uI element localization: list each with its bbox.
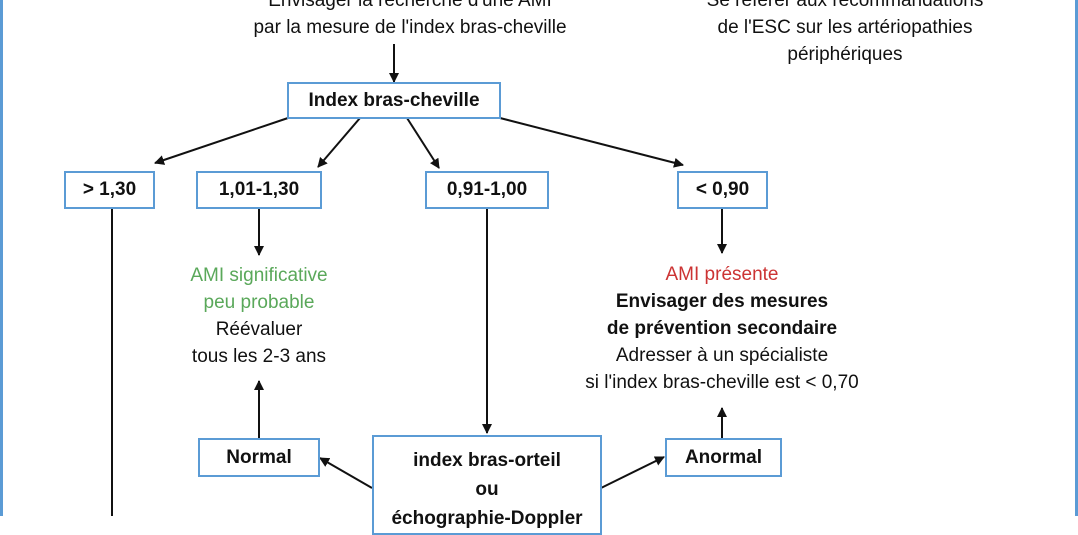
arrow-root-to-b2	[317, 117, 361, 168]
esc-line-1: Se référer aux recommandations	[706, 0, 984, 11]
esc-line-3: périphériques	[787, 44, 903, 65]
arrow-root-to-b4	[499, 117, 684, 168]
outcome-present-line-4: Adresser à un spécialiste	[615, 345, 829, 366]
branch-node-0-91-1-00: 0,91-1,00	[425, 171, 549, 209]
outcome-present-line-2: Envisager des mesures	[615, 291, 829, 312]
screening-line-1: Envisager la recherche d'une AMI	[268, 0, 552, 11]
outcome-unlikely-line-1: AMI significative	[190, 265, 328, 286]
root-node: Index bras-cheville	[287, 82, 501, 119]
outcome-unlikely-line-2: peu probable	[203, 292, 315, 313]
outcome-present-line-3: de prévention secondaire	[606, 318, 838, 339]
test-node: index bras-orteil ou échographie-Doppler	[372, 435, 602, 535]
screening-line-2: par la mesure de l'index bras-cheville	[253, 17, 567, 38]
outcome-unlikely-line-3: Réévaluer	[215, 319, 303, 340]
outcome-present: AMI présente Envisager des mesures de pr…	[537, 261, 907, 396]
outcome-present-line-1: AMI présente	[665, 264, 779, 285]
branch-node-1-01-1-30: 1,01-1,30	[196, 171, 322, 209]
arrow-test-to-abnormal	[600, 456, 665, 489]
diagram-frame	[0, 0, 1078, 516]
result-abnormal-node: Anormal	[665, 438, 782, 477]
screening-instruction: Envisager la recherche d'une AMI par la …	[190, 0, 630, 41]
test-line-3: échographie-Doppler	[391, 508, 583, 529]
arrow-test-to-normal	[319, 457, 373, 489]
arrow-root-to-b3	[406, 117, 440, 169]
test-line-2: ou	[475, 479, 499, 500]
branch-node-lt-0-90: < 0,90	[677, 171, 768, 209]
branch-node-gt-1-30: > 1,30	[64, 171, 155, 209]
outcome-unlikely-line-4: tous les 2-3 ans	[191, 346, 327, 367]
esc-reference: Se référer aux recommandations de l'ESC …	[665, 0, 1025, 68]
arrow-root-to-b1	[154, 117, 289, 165]
connector-layer	[111, 44, 727, 516]
result-normal-node: Normal	[198, 438, 320, 477]
outcome-present-line-5: si l'index bras-cheville est < 0,70	[585, 372, 859, 393]
test-line-1: index bras-orteil	[413, 450, 561, 471]
outcome-unlikely: AMI significative peu probable Réévaluer…	[150, 262, 368, 370]
esc-line-2: de l'ESC sur les artériopathies	[717, 17, 973, 38]
